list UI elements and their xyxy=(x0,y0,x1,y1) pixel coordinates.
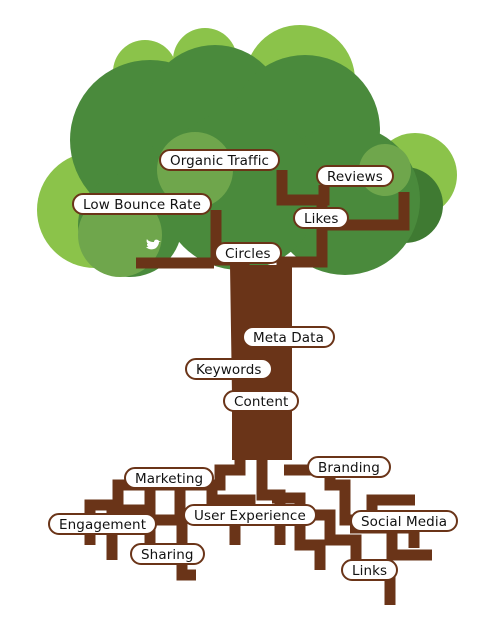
label-low-bounce-rate: Low Bounce Rate xyxy=(72,193,212,215)
twitter-bird-icon xyxy=(146,239,161,250)
label-links: Links xyxy=(341,559,399,581)
label-keywords: Keywords xyxy=(185,358,273,380)
label-reviews: Reviews xyxy=(316,165,394,187)
label-meta-data: Meta Data xyxy=(242,326,335,348)
label-likes: Likes xyxy=(293,207,350,229)
label-user-experience: User Experience xyxy=(183,504,317,526)
label-social-media: Social Media xyxy=(350,510,459,532)
label-marketing: Marketing xyxy=(124,467,215,489)
label-content: Content xyxy=(223,390,300,412)
label-circles: Circles xyxy=(214,242,282,264)
label-organic-traffic: Organic Traffic xyxy=(159,149,281,171)
label-sharing: Sharing xyxy=(130,543,205,565)
label-branding: Branding xyxy=(307,456,391,478)
label-engagement: Engagement xyxy=(48,513,158,535)
